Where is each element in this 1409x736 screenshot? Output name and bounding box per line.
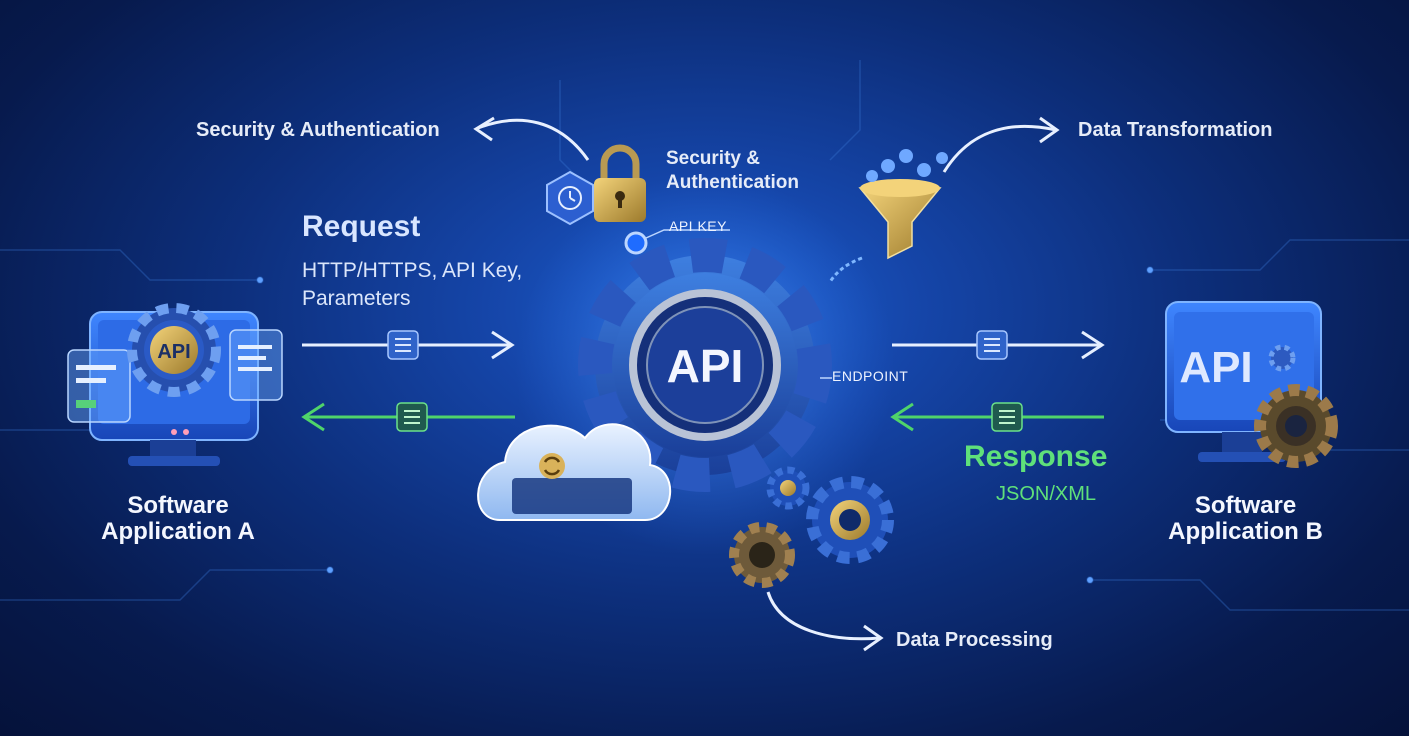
app-b-screen-text: API <box>1179 343 1252 392</box>
funnel-icon <box>828 149 948 283</box>
data-processing-label: Data Processing <box>896 629 1053 651</box>
small-gears-icon <box>729 466 894 588</box>
clock-hexagon-icon <box>546 170 594 226</box>
request-title: Request <box>302 210 421 243</box>
central-gear-text: API <box>667 340 744 392</box>
endpoint-tag: ENDPOINT <box>832 368 909 384</box>
api-key-node-icon <box>624 231 648 255</box>
security-auth-label: Security & Authentication <box>196 119 440 141</box>
processing-curve-arrow <box>766 591 881 641</box>
app-a-screen-text: API <box>157 341 190 363</box>
request-subtitle: HTTP/HTTPS, API Key, Parameters <box>302 259 523 310</box>
security-auth-center-label: Security & Authentication <box>666 148 799 193</box>
response-subtitle: JSON/XML <box>996 483 1097 505</box>
request-arrow-left <box>302 330 515 360</box>
app-a-monitor-icon <box>67 303 283 466</box>
cloud-sync-icon <box>477 423 672 521</box>
app-b-monitor-icon <box>1165 301 1338 468</box>
central-gear-icon <box>578 238 832 492</box>
lock-icon <box>594 144 646 222</box>
response-title: Response <box>964 440 1108 473</box>
response-arrow-left <box>301 402 515 432</box>
app-b-label: Software Application B <box>1168 492 1323 545</box>
security-curve-arrow <box>477 118 590 161</box>
data-transformation-label: Data Transformation <box>1078 119 1273 141</box>
response-arrow-right <box>890 402 1104 432</box>
app-a-label: Software Application A <box>101 492 255 545</box>
request-arrow-right <box>892 330 1105 360</box>
transformation-curve-arrow <box>942 124 1057 173</box>
api-key-tag: API KEY <box>669 218 727 234</box>
